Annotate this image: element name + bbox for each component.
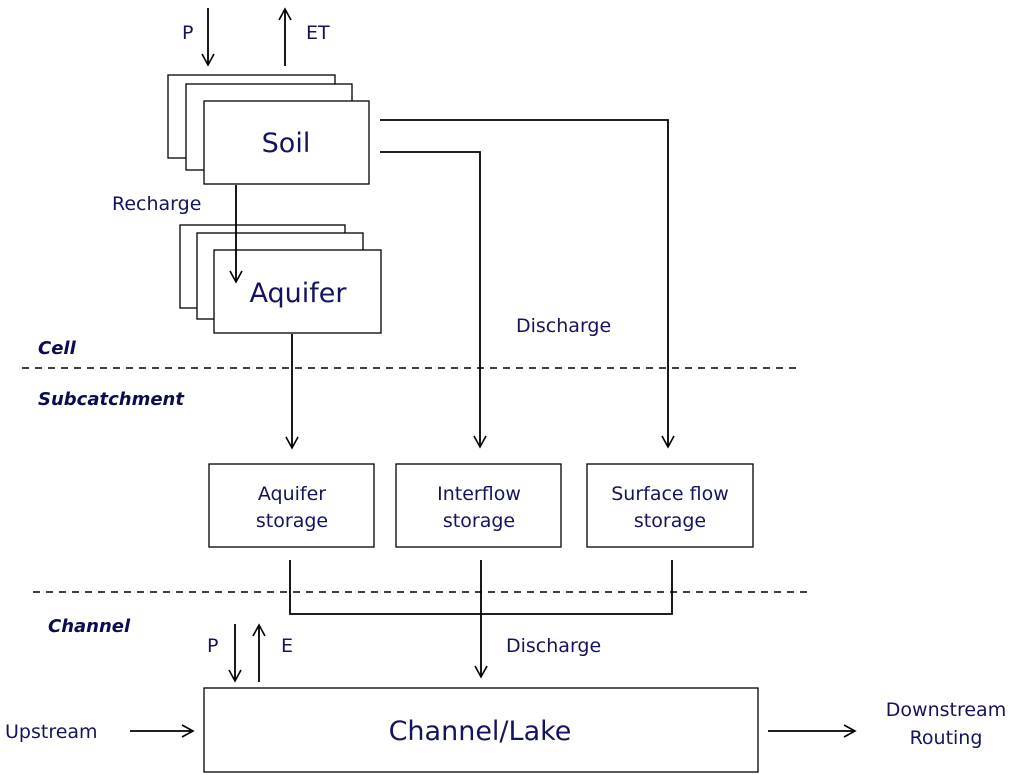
- cell-zone-label: Cell: [38, 338, 77, 359]
- et-label: ET: [306, 22, 330, 44]
- interflow-arrow: [380, 151, 487, 449]
- interflow-storage-box: [395, 463, 562, 548]
- aquifer-label: Aquifer: [250, 278, 348, 309]
- surface-flow-storage-label: storage: [634, 510, 706, 532]
- channel-precip-label: P: [207, 635, 218, 657]
- subcatchment-zone-label: Subcatchment: [38, 389, 185, 410]
- channel-discharge-label: Discharge: [506, 635, 601, 657]
- soil-label: Soil: [262, 128, 311, 159]
- downstream-label: Downstream: [886, 699, 1006, 721]
- interflow-storage-label: storage: [443, 510, 515, 532]
- aquifer-layers: [179, 224, 382, 334]
- channel-lake-label: Channel/Lake: [389, 716, 572, 747]
- interflow-storage-label: Interflow: [437, 483, 521, 505]
- channel-lake-box: [203, 687, 759, 773]
- soil-box: [203, 100, 370, 185]
- surface-flow-storage-box: [586, 463, 754, 548]
- surface-flow-arrow: [380, 119, 675, 449]
- cell-discharge-label: Discharge: [516, 315, 611, 337]
- channel-zone-label: Channel: [48, 616, 131, 637]
- routing-label: Routing: [910, 727, 983, 749]
- surface-flow-storage-label: Surface flow: [611, 483, 729, 505]
- soil-layers: [167, 74, 370, 185]
- aquifer-storage-label: Aquifer: [258, 483, 326, 505]
- recharge-label: Recharge: [112, 193, 201, 215]
- upstream-label: Upstream: [5, 721, 98, 743]
- channel-evap-label: E: [281, 635, 293, 657]
- precip-label: P: [182, 22, 193, 44]
- aquifer-storage-box: [208, 463, 375, 548]
- aquifer-box: [213, 249, 382, 334]
- aquifer-storage-label: storage: [256, 510, 328, 532]
